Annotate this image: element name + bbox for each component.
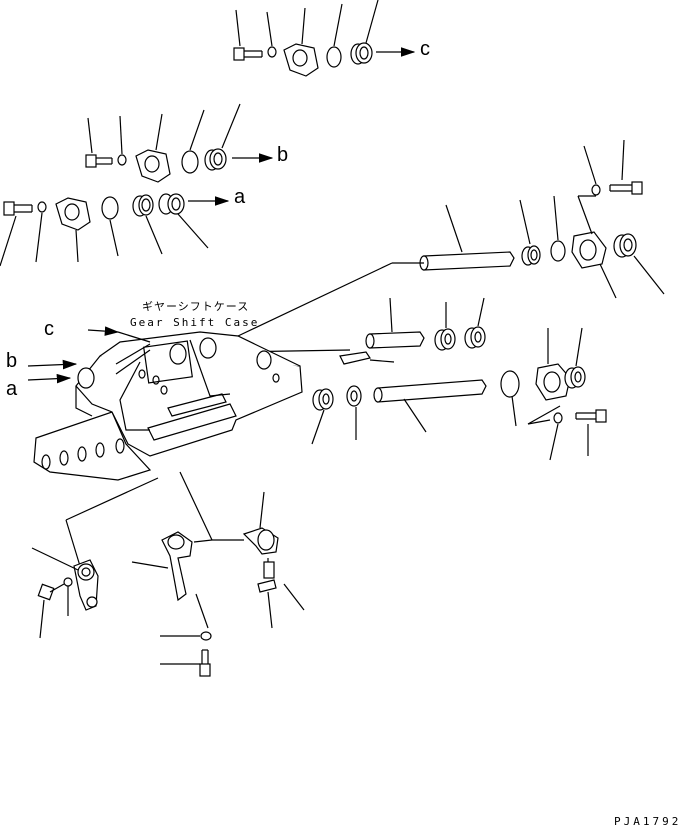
case-name-english: Gear Shift Case (130, 316, 260, 329)
case-arrow-a (27, 373, 72, 384)
shift-lever-left (31, 477, 159, 639)
case-name-japanese: ギヤーシフトケース (142, 300, 250, 313)
arrow-label-a: a (234, 186, 246, 208)
parts-row-b (85, 103, 274, 183)
o-ring (326, 3, 343, 68)
lower-shaft-assembly (311, 327, 607, 461)
case-label-b: b (6, 350, 18, 372)
cover (283, 7, 319, 77)
drawing-code: PJA1792 (614, 815, 682, 828)
arrow-label-c: c (420, 38, 430, 60)
bearing (350, 0, 379, 65)
label-leader (117, 331, 151, 343)
case-arrow-c (87, 326, 120, 336)
upper-shaft-assembly (237, 139, 665, 337)
shift-lever-right (131, 471, 305, 677)
parts-row-a (0, 193, 230, 267)
arrow-label-b: b (277, 144, 289, 166)
bolt (233, 9, 263, 61)
gear-shift-case (33, 331, 303, 481)
case-label-c: c (44, 318, 54, 340)
parts-row-c (233, 0, 416, 77)
case-arrow-b (27, 359, 78, 370)
case-label-a: a (6, 378, 18, 400)
washer (266, 11, 277, 58)
middle-shaft-assembly (229, 297, 486, 365)
